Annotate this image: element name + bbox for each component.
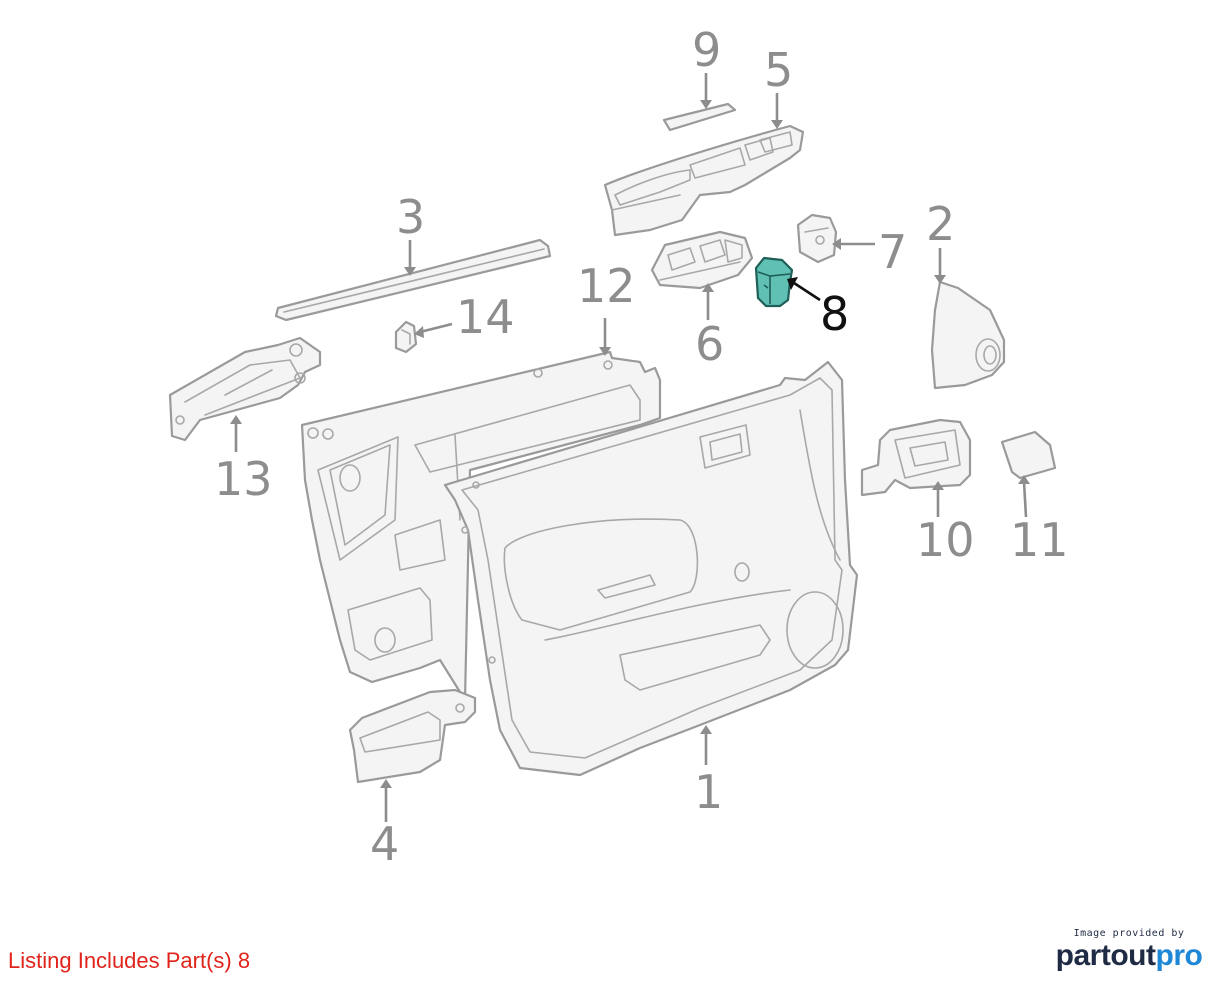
part-14-clip [394, 320, 418, 354]
callout-13: 13 [214, 452, 273, 506]
leader-lines [234, 73, 1028, 822]
part-7-switch [796, 213, 838, 264]
brand-part-2: pro [1155, 939, 1203, 972]
part-10-handle-bezel [860, 418, 972, 497]
brand-part-1: partout [1055, 939, 1156, 972]
part-5-switch-bezel [603, 124, 805, 237]
part-3-belt-weatherstrip [274, 238, 552, 322]
part-2-trim-cover [930, 280, 1006, 390]
callout-3: 3 [396, 190, 425, 244]
part-12-door-inner-frame [300, 350, 662, 702]
callout-5: 5 [764, 43, 793, 97]
part-13-bracket [168, 336, 322, 442]
callout-7: 7 [878, 225, 907, 279]
part-11-cap [1000, 430, 1057, 480]
callout-1: 1 [694, 765, 723, 819]
part-1-door-trim-panel [443, 360, 859, 777]
callout-6: 6 [695, 317, 724, 371]
part-9-trim-strip [662, 102, 737, 132]
callout-9: 9 [692, 23, 721, 77]
callout-10: 10 [916, 513, 975, 567]
callout-8: 8 [820, 287, 849, 341]
arrow-heads [230, 100, 1030, 788]
image-credit: Image provided by partoutpro [1053, 928, 1205, 973]
part-6-window-switch [650, 230, 754, 290]
callout-numbers: 9 5 3 2 7 8 6 12 14 13 10 11 4 1 [214, 23, 1069, 871]
callout-14: 14 [456, 290, 515, 344]
part-8-switch-highlighted[interactable] [754, 256, 794, 308]
callout-2: 2 [926, 197, 955, 251]
brand-logo[interactable]: partoutpro [1053, 939, 1205, 973]
callout-4: 4 [370, 817, 399, 871]
credit-caption: Image provided by [1073, 928, 1185, 939]
callout-11: 11 [1010, 513, 1069, 567]
listing-note: Listing Includes Part(s) 8 [8, 948, 251, 973]
callout-12: 12 [577, 259, 636, 313]
part-4-storage-pocket [348, 688, 477, 784]
